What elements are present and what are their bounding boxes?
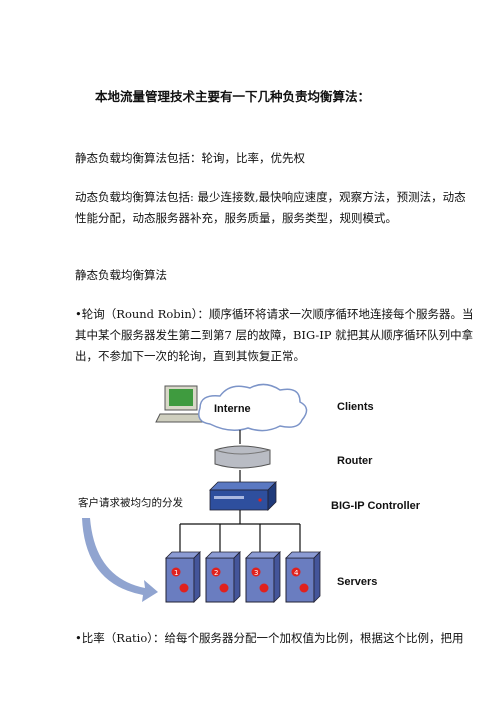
router-icon <box>214 445 271 469</box>
internet-cloud-icon <box>198 383 308 432</box>
static-intro: 静态负载均衡算法包括：轮询，比率，优先权 <box>75 151 305 165</box>
round-robin-line2: 其中某个服务器发生第二到第7 层的故障，BIG-IP 就把其从顺序循环队列中拿 <box>75 328 474 342</box>
section-heading: 静态负载均衡算法 <box>75 268 167 282</box>
cloud-label: Interne <box>214 403 251 415</box>
clients-label: Clients <box>337 401 374 413</box>
server-3-icon: 3 <box>245 551 281 603</box>
server-1-icon: 1 <box>165 551 201 603</box>
round-robin-line1: •轮询（Round Robin）：顺序循环将请求一次顺序循环地连接每个服务器。当 <box>75 307 474 321</box>
server-3-digit: 3 <box>254 569 258 577</box>
servers-label: Servers <box>337 576 377 588</box>
server-4-digit: 4 <box>294 569 299 577</box>
dynamic-intro-line1: 动态负载均衡算法包括: 最少连接数,最快响应速度，观察方法，预测法，动态 <box>75 190 466 204</box>
distribution-arrow-icon <box>82 518 158 602</box>
ratio-line: •比率（Ratio）：给每个服务器分配一个加权值为比例，根据这个比例，把用 <box>75 631 464 645</box>
computer-icon <box>155 385 207 423</box>
dynamic-intro-line2: 性能分配，动态服务器补充，服务质量，服务类型，规则模式。 <box>75 211 397 225</box>
router-label: Router <box>337 455 373 467</box>
controller-label: BIG-IP Controller <box>331 500 421 512</box>
page-title: 本地流量管理技术主要有一下几种负责均衡算法： <box>95 89 371 104</box>
distribution-note: 客户请求被均匀的分发 <box>78 496 183 509</box>
server-2-icon: 2 <box>205 551 241 603</box>
server-2-digit: 2 <box>214 569 218 577</box>
round-robin-line3: 出，不参加下一次的轮询，直到其恢复正常。 <box>75 349 305 363</box>
big-ip-controller-icon <box>209 481 277 511</box>
server-1-digit: 1 <box>174 569 178 577</box>
load-balancing-diagram: Interne Clients Router BIG-IP Controller… <box>78 383 421 603</box>
server-4-icon: 4 <box>285 551 321 603</box>
